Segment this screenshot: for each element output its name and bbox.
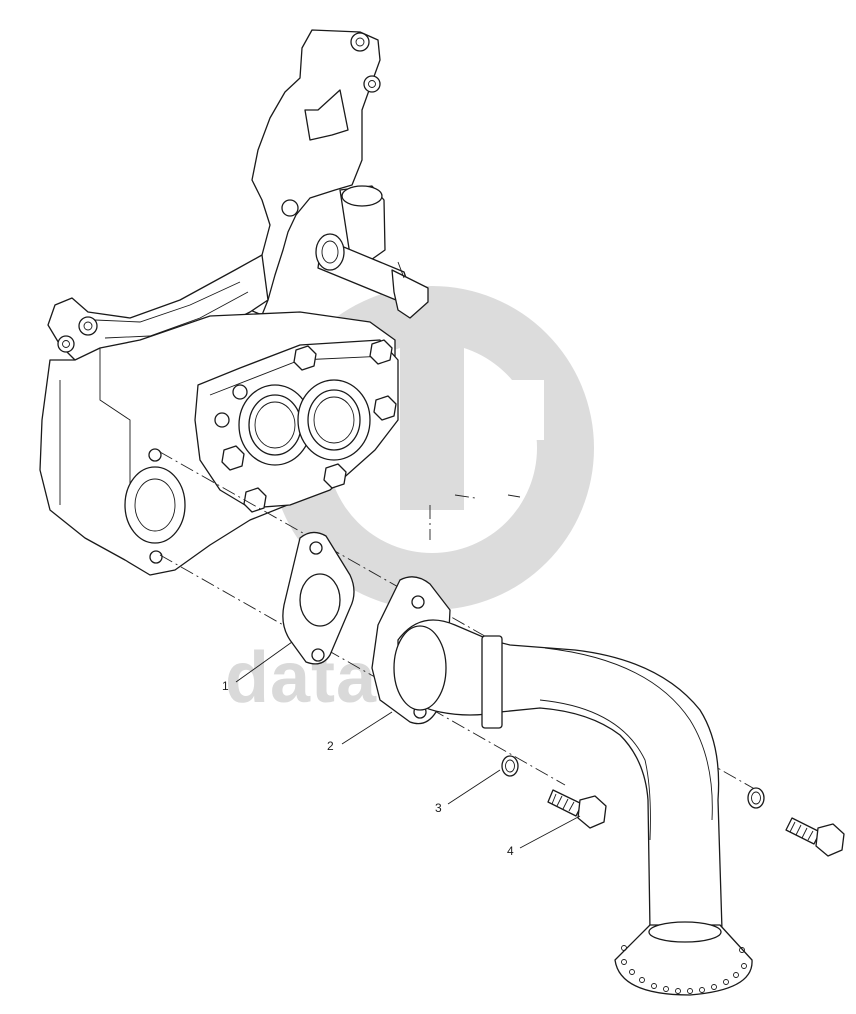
engine-housing bbox=[39, 29, 429, 576]
assembly-axis-lines bbox=[159, 451, 761, 793]
callout-3: 3 bbox=[435, 801, 442, 815]
callout-2: 2 bbox=[327, 739, 334, 753]
pump-port-right bbox=[297, 379, 371, 461]
callout-leaders bbox=[235, 641, 581, 849]
strainer-holes bbox=[621, 945, 747, 994]
gasket-part-1 bbox=[282, 531, 355, 665]
pump-port-left bbox=[238, 384, 312, 466]
bolt-part-4 bbox=[547, 789, 845, 857]
washer-part-3 bbox=[501, 755, 765, 809]
callout-4: 4 bbox=[507, 844, 514, 858]
cover-bolts bbox=[214, 339, 397, 513]
callout-1: 1 bbox=[222, 679, 229, 693]
oil-pipe-part-2 bbox=[371, 576, 753, 996]
callout-labels: 1 2 3 4 bbox=[222, 679, 514, 858]
